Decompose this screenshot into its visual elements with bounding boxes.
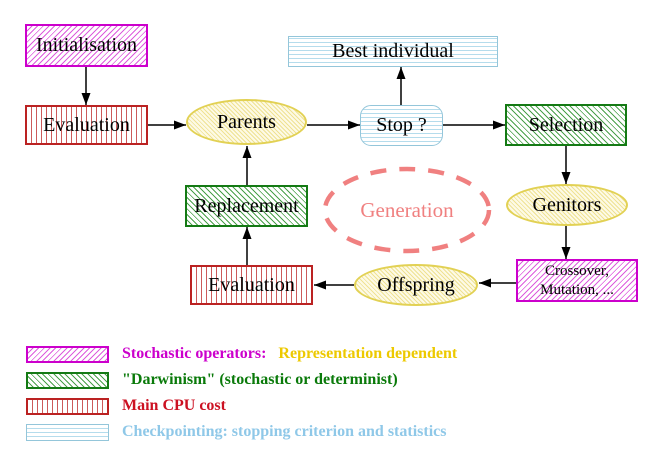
node-best-individual: Best individual	[288, 36, 498, 67]
node-initialisation: Initialisation	[25, 24, 148, 67]
node-evaluation-bottom: Evaluation	[190, 265, 313, 305]
legend-row-stochastic-operators: Stochastic operators: Representation dep…	[26, 345, 457, 363]
legend-swatch-main-cpu-cost	[26, 397, 109, 415]
generation-dashed-ellipse	[322, 166, 492, 254]
legend-row-main-cpu-cost: Main CPU cost	[26, 397, 226, 415]
legend-text-darwinism: "Darwinism" (stochastic or determinist)	[122, 371, 398, 388]
legend-text-representation-dependent: Representation dependent	[278, 345, 458, 362]
generation-label: Generation	[360, 197, 454, 222]
legend-text-checkpointing: Checkpointing: stopping criterion and st…	[122, 423, 447, 440]
node-crossover-mutation: Crossover, Mutation, ...	[516, 259, 638, 302]
legend-swatch-stochastic-operators	[26, 345, 109, 363]
legend-swatch-checkpointing	[26, 423, 109, 441]
node-selection: Selection	[505, 104, 627, 146]
legend-text-stochastic-operators: Stochastic operators:	[122, 345, 267, 362]
node-evaluation-top: Evaluation	[25, 105, 148, 145]
node-offspring: Offspring	[354, 264, 478, 306]
legend-row-checkpointing: Checkpointing: stopping criterion and st…	[26, 423, 446, 441]
crossover-line2: Mutation, ...	[540, 281, 614, 298]
crossover-line1: Crossover,	[545, 262, 609, 279]
legend-text-main-cpu-cost: Main CPU cost	[122, 397, 226, 414]
node-parents: Parents	[186, 99, 307, 145]
legend-swatch-darwinism	[26, 371, 109, 389]
legend-row-darwinism: "Darwinism" (stochastic or determinist)	[26, 371, 398, 389]
node-genitors: Genitors	[506, 184, 628, 226]
node-replacement: Replacement	[185, 185, 308, 227]
node-stop: Stop ?	[360, 105, 443, 146]
